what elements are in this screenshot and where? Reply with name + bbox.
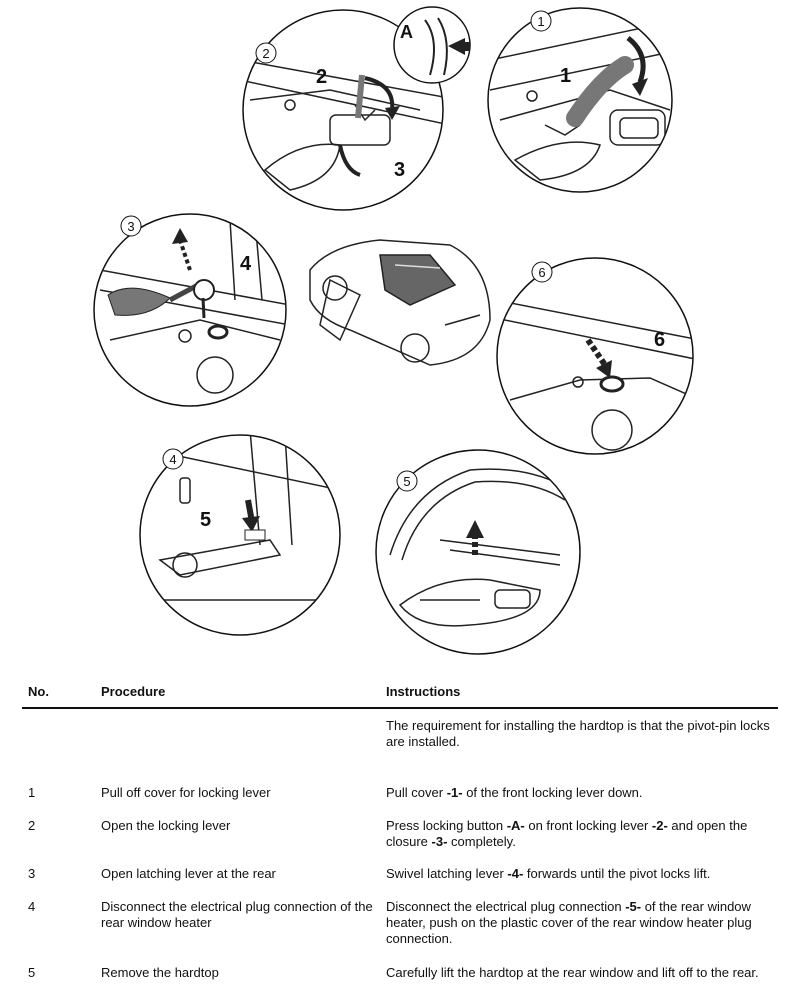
instruction-illustration: 1 1 2 3 2 A — [93, 6, 694, 655]
svg-text:5: 5 — [403, 474, 410, 489]
row-instructions: Pull cover -1- of the front locking leve… — [386, 785, 776, 801]
row-number: 3 — [28, 866, 36, 881]
svg-text:1: 1 — [537, 14, 544, 29]
detail-3-rear-latching-lever: 4 3 — [93, 213, 287, 407]
svg-text:5: 5 — [200, 509, 211, 531]
svg-text:3: 3 — [127, 219, 134, 234]
instruction-text: of the rear window heater, push on the p… — [386, 899, 752, 946]
header-divider — [22, 707, 778, 709]
instruction-text: Pull cover — [386, 785, 447, 800]
item-reference: -5- — [625, 899, 642, 914]
item-reference: -2- — [651, 818, 668, 833]
svg-text:4: 4 — [240, 253, 252, 275]
svg-text:4: 4 — [169, 452, 176, 467]
item-reference: -A- — [506, 818, 525, 833]
column-header-no: No. — [28, 684, 49, 699]
instruction-text: on front locking lever — [524, 818, 652, 833]
row-procedure: Pull off cover for locking lever — [101, 785, 271, 800]
item-reference: -1- — [446, 785, 463, 800]
svg-text:1: 1 — [560, 65, 571, 87]
svg-text:6: 6 — [538, 265, 545, 280]
row-instructions: Carefully lift the hardtop at the rear w… — [386, 965, 776, 981]
svg-text:2: 2 — [316, 66, 327, 88]
item-reference: -4- — [507, 866, 524, 881]
svg-text:6: 6 — [654, 329, 665, 351]
instruction-text: completely. — [447, 834, 516, 849]
row-number: 5 — [28, 965, 36, 980]
detail-4-plug-connection: 5 4 — [139, 434, 341, 636]
column-header-instructions: Instructions — [386, 684, 461, 699]
column-header-procedure: Procedure — [101, 684, 166, 699]
instruction-text: Press locking button — [386, 818, 507, 833]
instruction-text: forwards until the pivot locks lift. — [523, 866, 711, 881]
row-number: 1 — [28, 785, 36, 800]
detail-6-pivot-lock: 6 6 — [496, 257, 694, 455]
row-instructions: Swivel latching lever -4- forwards until… — [386, 866, 776, 882]
intro-note: The requirement for installing the hardt… — [386, 718, 770, 749]
svg-text:2: 2 — [262, 46, 269, 61]
row-instructions: Press locking button -A- on front lockin… — [386, 818, 776, 850]
row-procedure: Open the locking lever — [101, 818, 231, 833]
row-number: 2 — [28, 818, 36, 833]
instruction-text: of the front locking lever down. — [462, 785, 643, 800]
row-procedure: Open latching lever at the rear — [101, 866, 276, 881]
instruction-text: Disconnect the electrical plug connectio… — [386, 899, 626, 914]
car-with-hardtop — [309, 239, 491, 366]
row-instructions: Disconnect the electrical plug connectio… — [386, 899, 776, 947]
detail-a-inset: A — [393, 6, 471, 84]
row-procedure: Remove the hardtop — [101, 965, 219, 980]
detail-5-remove-hardtop: 5 — [375, 449, 581, 655]
instruction-text: Swivel latching lever — [386, 866, 508, 881]
instruction-text: Carefully lift the hardtop at the rear w… — [386, 965, 759, 980]
detail-1-locking-lever-cover: 1 1 — [487, 7, 673, 193]
instruction-text: and open the closure — [386, 818, 748, 849]
svg-text:A: A — [400, 22, 413, 42]
detail-2-locking-lever: 2 3 2 — [242, 9, 444, 211]
svg-text:3: 3 — [394, 159, 405, 181]
item-reference: -3- — [431, 834, 448, 849]
row-procedure: Disconnect the electrical plug connectio… — [101, 899, 373, 930]
row-number: 4 — [28, 899, 36, 914]
